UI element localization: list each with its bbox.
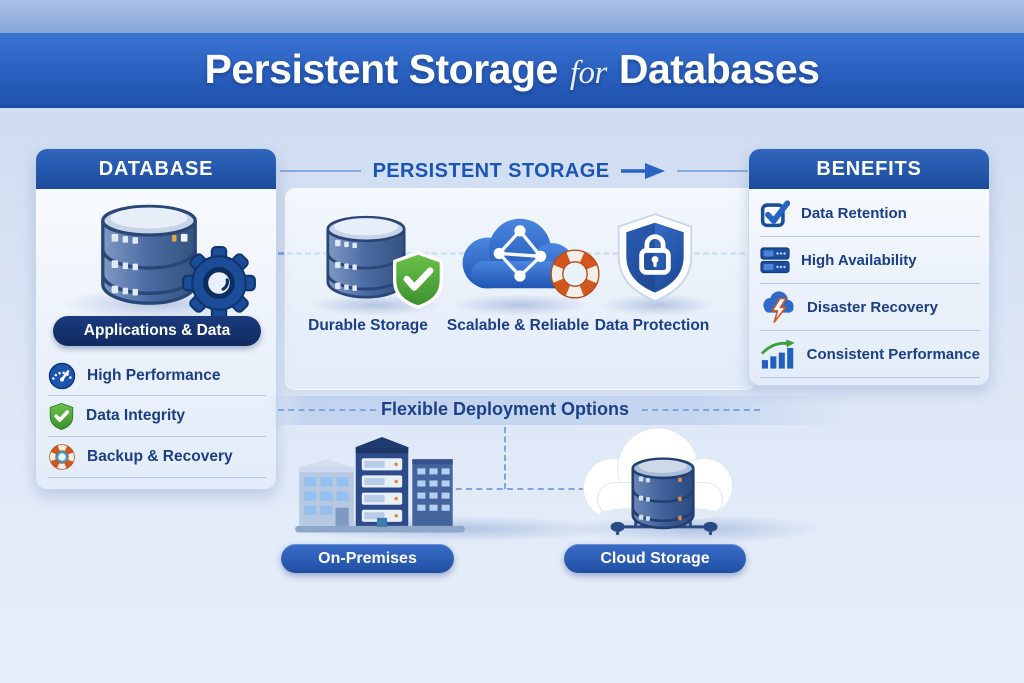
benefits-list: Data Retention High Availability (760, 190, 980, 378)
right-arrow-icon (621, 163, 666, 179)
applications-data-badge: Applications & Data (53, 316, 261, 346)
cloud-lightning-icon (763, 291, 794, 323)
feature-label: Backup & Recovery (87, 448, 233, 465)
benefit-label: Data Retention (801, 204, 907, 222)
benefit-label: Consistent Performance (806, 345, 980, 363)
page-title: Persistent Storage for Databases (205, 46, 820, 93)
list-item: Disaster Recovery (760, 284, 980, 331)
deployment-connector-dashed-line (425, 488, 595, 490)
shield-check-overlay-icon (393, 251, 443, 309)
feature-label: Data Integrity (86, 407, 186, 424)
title-part-2: for (569, 54, 608, 91)
title-part-1: Persistent Storage (204, 45, 559, 92)
persistent-storage-heading-row: PERSISTENT STORAGE (280, 158, 758, 184)
office-buildings-icon (295, 437, 465, 533)
benefits-panel-header: BENEFITS (749, 149, 989, 189)
list-item: Consistent Performance (760, 331, 980, 378)
benefit-label: High Availability (801, 251, 917, 269)
speedometer-icon (48, 362, 76, 389)
title-banner: Persistent Storage for Databases (0, 33, 1024, 108)
top-border-strip (0, 0, 1024, 33)
server-stack-icon (760, 246, 790, 273)
on-premises-button: On-Premises (281, 544, 454, 573)
deployment-vertical-dashed-line (504, 427, 506, 489)
list-item: Data Retention (760, 190, 980, 237)
database-shield-icon (326, 215, 406, 299)
feature-label: High Performance (87, 366, 221, 384)
data-protection-label: Data Protection (594, 317, 710, 334)
database-feature-list: High Performance Data Integrity Backup &… (48, 356, 266, 478)
cloud-network-lifebuoy-icon (462, 218, 575, 289)
deployment-right-dashed-line (642, 409, 760, 411)
database-panel-header: DATABASE (36, 149, 276, 189)
data-protection-shadow (600, 294, 715, 316)
cloud-database-icon (582, 427, 734, 535)
list-item: Data Integrity (48, 396, 266, 437)
list-item: High Performance (48, 356, 266, 396)
deployment-heading: Flexible Deployment Options (380, 399, 630, 419)
title-part-3: Databases (618, 45, 820, 92)
list-item: High Availability (760, 237, 980, 284)
benefit-label: Disaster Recovery (807, 298, 938, 316)
lifebuoy-overlay-icon (550, 249, 600, 299)
deployment-left-dashed-line (278, 409, 376, 411)
cloud-storage-button: Cloud Storage (564, 544, 746, 573)
shield-lock-icon (617, 213, 693, 303)
bar-chart-icon (760, 339, 795, 369)
shield-check-icon (49, 402, 74, 430)
database-gear-icon (101, 204, 197, 305)
heading-left-line (280, 170, 361, 172)
gear-icon (182, 246, 256, 320)
scalable-reliable-label: Scalable & Reliable (446, 317, 590, 334)
checkbox-icon (760, 200, 790, 228)
persistent-storage-heading: PERSISTENT STORAGE (372, 159, 610, 182)
lifebuoy-icon (49, 444, 75, 470)
scalable-reliable-shadow (450, 294, 590, 316)
heading-right-line (677, 170, 758, 172)
list-item: Backup & Recovery (48, 437, 266, 478)
durable-storage-label: Durable Storage (308, 317, 428, 334)
